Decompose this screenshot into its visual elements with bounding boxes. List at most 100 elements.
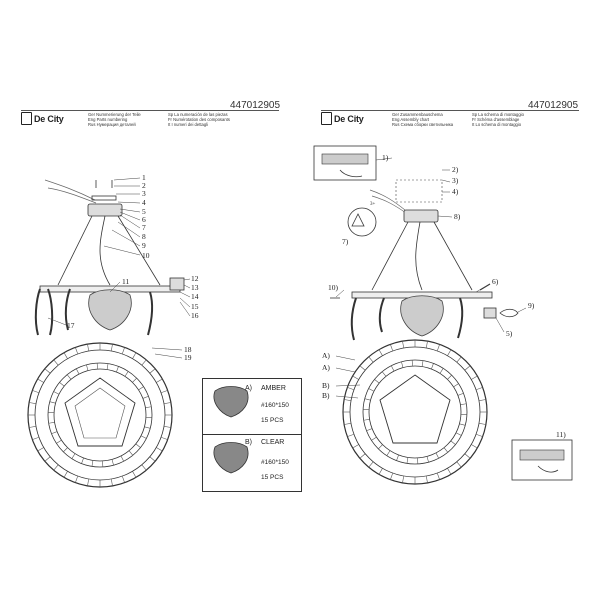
ring-segment	[160, 390, 168, 394]
caption: Ger Nummerierung der Teile	[88, 112, 141, 117]
inner-ring	[47, 362, 153, 468]
suspension-cable	[371, 221, 409, 291]
ring-label: A)	[322, 351, 330, 360]
callout-lines	[47, 177, 191, 359]
ring-segment	[37, 378, 44, 383]
ring-segment	[450, 440, 456, 445]
ring-segment	[402, 341, 405, 349]
ring-segments	[28, 343, 172, 487]
outer-ring	[342, 339, 488, 485]
parts-numbering-panel: De City 447012905 Ger Nummerierung der T…	[21, 100, 302, 492]
ring-segment	[366, 428, 373, 432]
ring-segment	[91, 460, 94, 467]
ring-segment	[81, 457, 84, 464]
ring-segment	[106, 363, 109, 370]
ring-segment	[426, 456, 429, 463]
part-label: 17	[67, 321, 75, 330]
ring-segment	[439, 368, 444, 374]
ring-segment	[436, 472, 440, 480]
socket-icon	[483, 307, 497, 319]
ring-segment	[128, 450, 134, 456]
ring-segment	[163, 402, 171, 405]
ring-segment	[471, 375, 478, 380]
ring-segment	[37, 447, 44, 452]
ring-segment	[478, 399, 486, 402]
ring-segment	[132, 352, 137, 359]
part-label: 3	[142, 189, 146, 198]
ring-segment	[32, 390, 40, 394]
ring-segment	[396, 454, 399, 461]
pentagon-frame	[379, 374, 451, 444]
assembly-drawing: 3+	[313, 145, 573, 485]
ring-segment	[116, 366, 119, 373]
power-cord	[99, 215, 111, 286]
ring-segment	[456, 356, 462, 363]
step-label: 11)	[556, 430, 566, 439]
part-label: 12	[191, 274, 199, 283]
caption-block-left: Ger Zusammenbauschema Eng Assembly chart…	[392, 112, 453, 128]
ring-segment	[87, 344, 90, 352]
ring-segment	[86, 364, 89, 371]
ring-segment	[406, 457, 409, 464]
ring-segment	[110, 344, 113, 352]
part-label: 19	[184, 353, 192, 362]
caption: Eng Assembly chart	[392, 117, 430, 123]
ring-segment	[431, 363, 434, 370]
ring-segment	[163, 425, 171, 428]
ring-segment	[460, 403, 467, 405]
canopy	[87, 203, 123, 217]
caption: Fr Numérotation des composants	[168, 117, 230, 123]
ring-segment	[447, 374, 452, 380]
ginkgo-leaf-shade	[400, 295, 444, 337]
variant-a-qty: 15 PCS	[261, 417, 284, 424]
part-label: 4	[142, 198, 146, 207]
brand-logo: De City	[321, 112, 364, 125]
ring-segment	[149, 368, 156, 374]
canopy	[403, 209, 439, 223]
ring-segment	[471, 444, 478, 449]
part-label: 11	[122, 277, 129, 286]
caption: Fr Schéma d'assemblage	[472, 117, 520, 123]
part-label: 7	[142, 223, 146, 232]
caption: Rus Нумерация деталей	[88, 122, 136, 128]
ring-segment	[66, 374, 72, 380]
part-label: 10	[142, 251, 150, 260]
ring-segment	[455, 432, 462, 436]
inner-ring-inner-edge	[368, 365, 462, 459]
step-label: 8)	[454, 212, 461, 221]
ring-segment	[435, 452, 439, 459]
ring-segment	[121, 475, 125, 483]
ring-segment	[402, 475, 405, 483]
step-label: 1)	[382, 153, 389, 162]
ring-label: A)	[322, 363, 330, 372]
step-label: 2)	[452, 165, 459, 174]
ring-segment	[140, 435, 147, 439]
outer-ring-inner-edge	[34, 349, 166, 481]
step-label: 7)	[342, 237, 349, 246]
ginkgo-leaf-shade	[88, 289, 132, 331]
ring-segment	[111, 459, 114, 466]
variant-b-qty: 15 PCS	[261, 474, 284, 481]
glass-blade	[147, 291, 154, 336]
suspension-cable	[117, 215, 161, 286]
ring-segment	[457, 392, 464, 396]
mounting-bracket	[91, 195, 117, 201]
ring-segment	[359, 453, 366, 459]
ring-segment	[75, 347, 79, 355]
ring-segment	[464, 453, 471, 459]
part-label: 5	[142, 207, 146, 216]
ring-segment	[71, 453, 76, 459]
end-cap	[169, 277, 185, 291]
ring-segment	[364, 398, 371, 401]
variant-divider	[203, 434, 301, 435]
caption-block-right: Sp La schema di montaggio Fr Schéma d'as…	[472, 112, 524, 128]
ring-segment	[32, 436, 40, 440]
ring-segment	[56, 439, 62, 444]
ring-segment	[75, 475, 79, 483]
terminal-block-icon	[519, 449, 565, 461]
ring-segment	[138, 386, 144, 391]
ring-segment	[363, 419, 370, 421]
ring-segment	[124, 371, 129, 377]
pentagon-frame	[64, 377, 136, 447]
ring-segment	[156, 378, 163, 383]
